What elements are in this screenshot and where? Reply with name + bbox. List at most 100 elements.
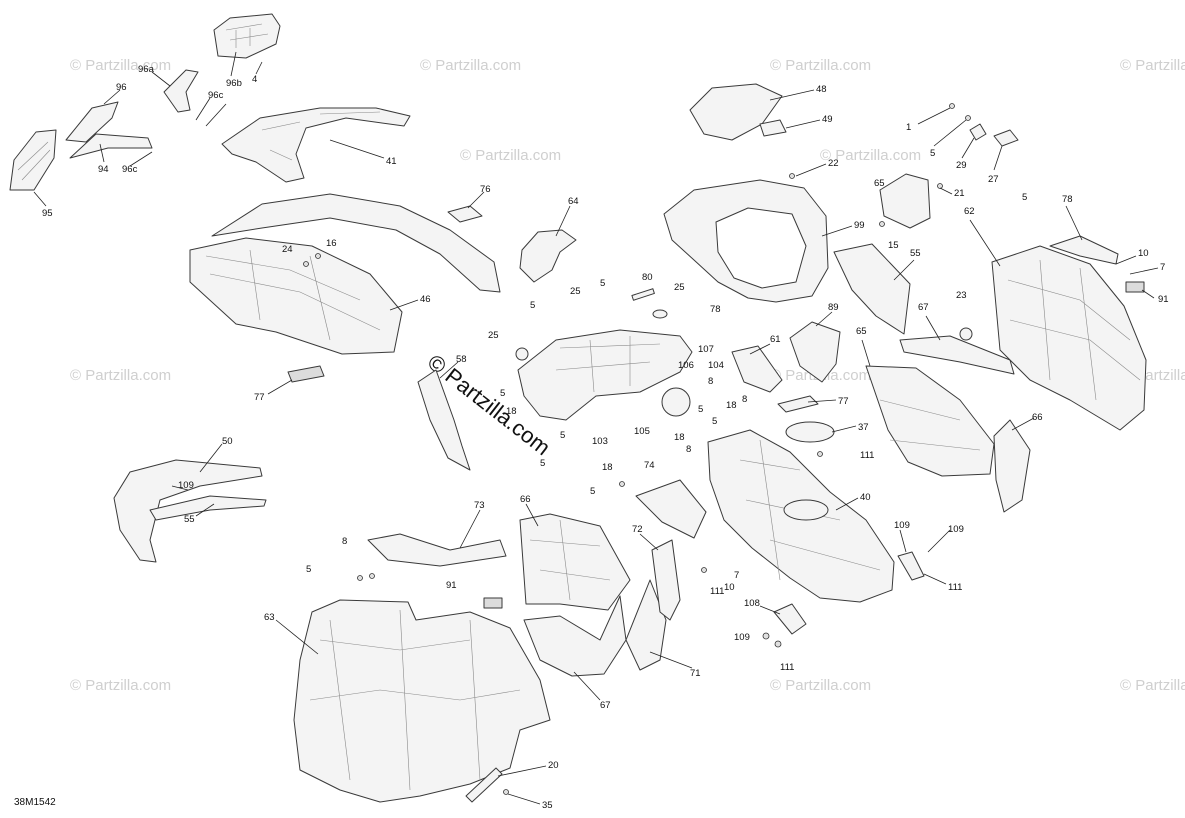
- callout-27: 29: [956, 160, 967, 171]
- screw-21: [303, 261, 309, 267]
- leader-37: [785, 119, 821, 129]
- callout-6j: 5: [1022, 192, 1027, 203]
- watermark: © Partzilla.com: [1120, 677, 1185, 694]
- callout-6d: 5: [560, 430, 565, 441]
- part-29-shape: [221, 107, 411, 183]
- part-96-facets: [555, 336, 661, 393]
- callout-6a: 5: [600, 278, 605, 289]
- leader-27: [961, 137, 975, 159]
- callout-58: 65: [874, 178, 885, 189]
- part-50-facets: [309, 609, 521, 791]
- leader-28: [831, 425, 857, 433]
- callout-41: 55: [910, 248, 921, 259]
- screw-106: [774, 640, 782, 648]
- callout-8d: 8: [342, 536, 347, 547]
- leader-64: [649, 651, 693, 669]
- callout-67: 73: [474, 500, 485, 511]
- callout-42: 58: [456, 354, 467, 365]
- callout-55: 64: [568, 196, 579, 207]
- screw-5: [965, 115, 971, 121]
- callout-89a: 91: [1158, 294, 1169, 305]
- screw-14: [315, 253, 321, 259]
- leader-55: [555, 205, 571, 237]
- callout-16: 20: [548, 760, 559, 771]
- callout-8c: 8: [686, 444, 691, 455]
- leader-5: [933, 119, 967, 147]
- callout-6e: 5: [540, 458, 545, 469]
- leader-106b: [923, 573, 947, 585]
- watermark: © Partzilla.com: [770, 57, 871, 74]
- leader-104b: [927, 529, 951, 553]
- callout-91: 95: [42, 208, 53, 219]
- callout-65: 72: [632, 524, 643, 535]
- leader-103: [759, 605, 781, 615]
- part-shapes: [9, 13, 1147, 803]
- fastener-layer: [303, 103, 971, 795]
- callout-60: 65: [856, 326, 867, 337]
- part-74-shape: [1049, 235, 1119, 265]
- leader-61: [1011, 417, 1035, 431]
- leader-36: [769, 89, 815, 101]
- watermark: © Partzilla.com: [420, 57, 521, 74]
- callout-29: 41: [386, 156, 397, 167]
- leader-99: [821, 225, 853, 237]
- callout-74: 78: [1062, 194, 1073, 205]
- screw-18: [937, 183, 943, 189]
- callout-14: 16: [326, 238, 337, 249]
- leader-1: [917, 107, 951, 125]
- leader-73: [267, 379, 293, 395]
- callout-108b: 111: [710, 586, 724, 597]
- screw-15: [619, 481, 625, 487]
- callout-76: 78: [710, 304, 721, 315]
- leader-92: [103, 89, 121, 105]
- callout-37: 49: [822, 114, 833, 125]
- part-40-shape: [113, 459, 263, 563]
- callout-96c: 106: [678, 360, 694, 371]
- screw-8: [369, 573, 375, 579]
- callout-63: 67: [600, 700, 611, 711]
- leader-29: [329, 139, 385, 159]
- callout-13: 15: [888, 240, 899, 251]
- leader-35: [389, 299, 419, 311]
- callout-6b: 5: [530, 300, 535, 311]
- part-49-facets: [1007, 259, 1141, 401]
- callout-71: 74: [644, 460, 655, 471]
- callout-15a: 18: [506, 406, 517, 417]
- callout-95: 96c: [208, 90, 224, 101]
- callout-46: 55: [184, 514, 195, 525]
- part-96-headlight: [517, 329, 693, 421]
- part-23-shape: [993, 129, 1019, 147]
- part-48-shape: [731, 345, 783, 393]
- leader-30: [835, 497, 859, 511]
- part-65-shape: [651, 539, 681, 621]
- part-78-shape: [631, 288, 655, 301]
- callout-96b: 105: [634, 426, 650, 437]
- callout-106b: 111: [948, 582, 962, 593]
- part-71-shape: [635, 479, 707, 539]
- callout-94: 96b: [226, 78, 242, 89]
- callout-50: 63: [264, 612, 275, 623]
- callout-7a: 7: [734, 570, 739, 581]
- leader-46: [195, 503, 215, 517]
- leader-107: [171, 485, 189, 491]
- callout-15d: 18: [602, 462, 613, 473]
- callout-104b: 109: [948, 524, 964, 535]
- leader-40: [199, 443, 223, 473]
- part-58-shape: [879, 173, 931, 229]
- part-16-shape: [465, 767, 503, 803]
- leader-20: [795, 163, 827, 177]
- part-89-shape-lower: [483, 597, 503, 609]
- leader-63: [573, 671, 601, 701]
- callout-24c: 25: [488, 330, 499, 341]
- watermark: © Partzilla.com: [70, 677, 171, 694]
- part-30-cupholder: [783, 499, 829, 521]
- leader-93: [151, 71, 171, 87]
- callout-93: 96a: [138, 64, 155, 75]
- screw-108: [701, 567, 707, 573]
- part-64-shape: [625, 579, 667, 671]
- part-28-shape: [785, 421, 835, 443]
- callout-104a: 109: [734, 632, 750, 643]
- part-92-shape: [65, 101, 119, 143]
- part-50-shape: [293, 599, 551, 803]
